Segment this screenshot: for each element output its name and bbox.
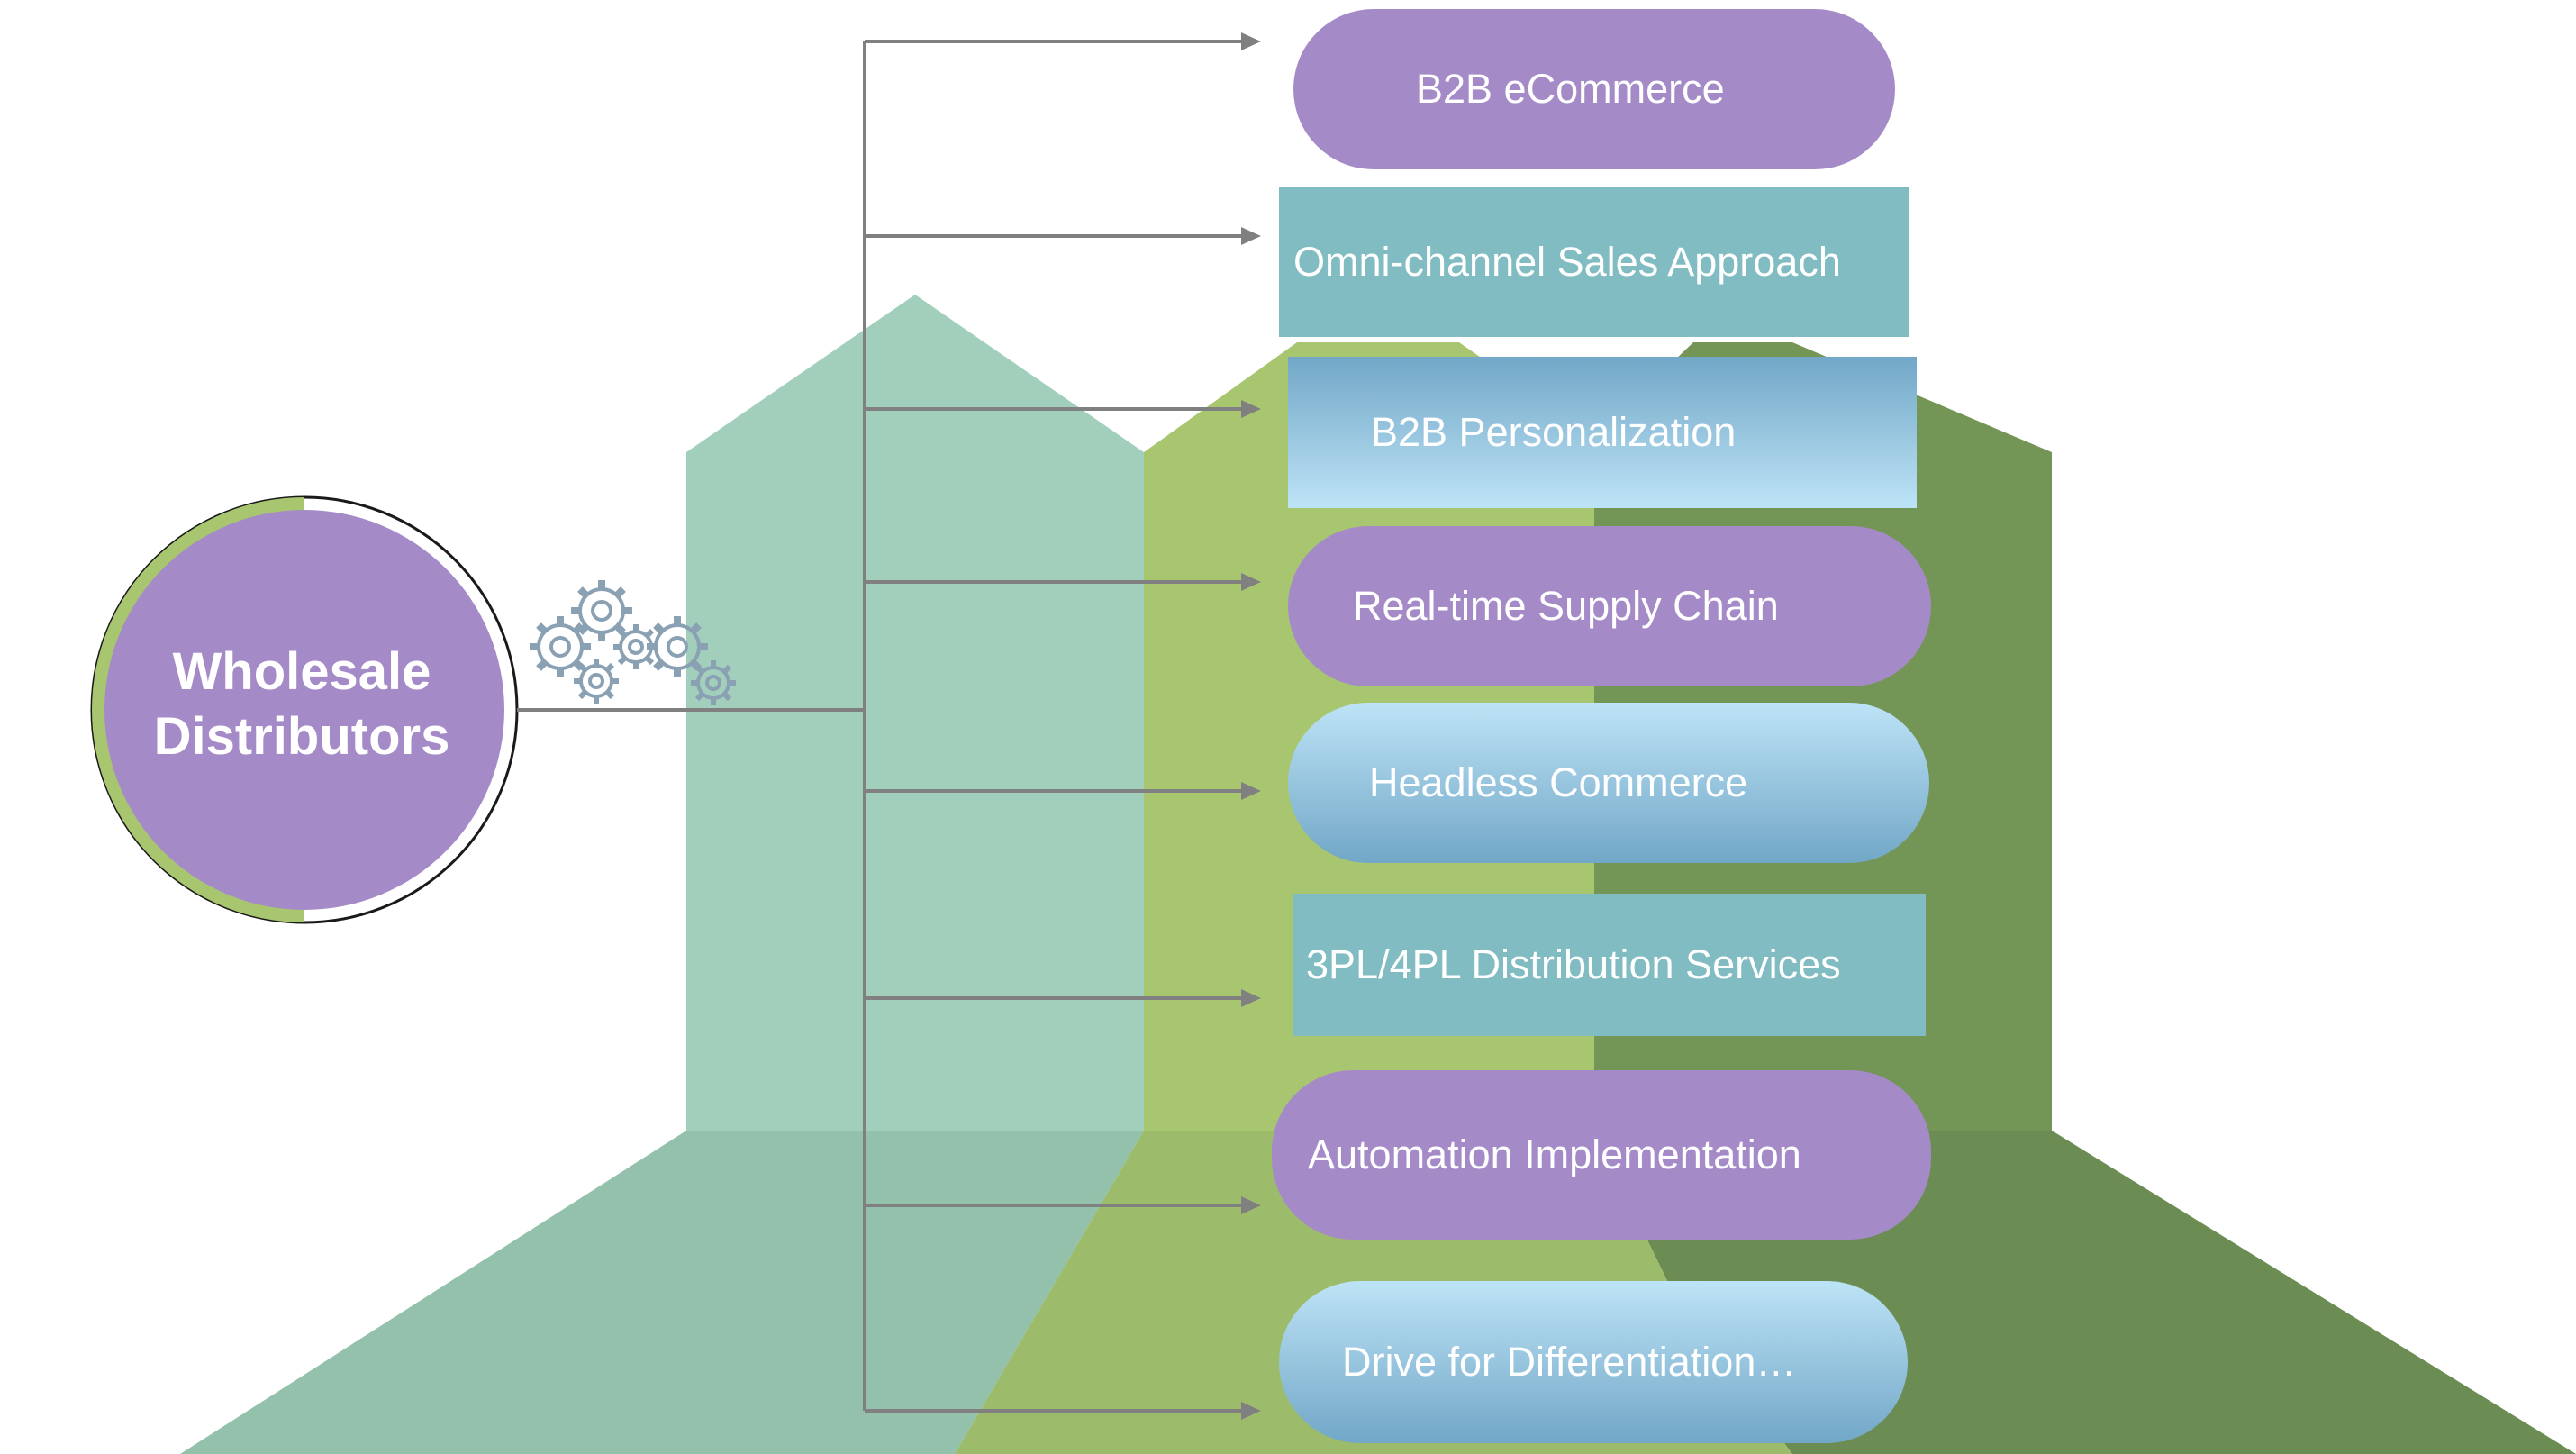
base-mint — [180, 1131, 1144, 1454]
gears-icon — [530, 580, 736, 705]
node-label: B2B Personalization — [1371, 409, 1737, 455]
node-omni-channel-sales: Omni-channel Sales Approach — [1279, 187, 1909, 337]
node-real-time-supply-chain: Real-time Supply Chain — [1288, 526, 1931, 686]
node-headless-commerce: Headless Commerce — [1288, 703, 1929, 863]
node-automation-implementation: Automation Implementation — [1272, 1070, 1931, 1240]
house-mint — [686, 295, 1144, 1131]
node-3pl-4pl-distribution: 3PL/4PL Distribution Services — [1293, 894, 1926, 1036]
node-drive-for-differentiation: Drive for Differentiation… — [1279, 1281, 1908, 1443]
connector-lines — [517, 40, 1243, 1413]
node-label: 3PL/4PL Distribution Services — [1306, 941, 1841, 987]
node-label: Omni-channel Sales Approach — [1293, 239, 1841, 285]
node-b2b-personalization: B2B Personalization — [1288, 357, 1917, 508]
hub-label: Wholesale Distributors — [99, 640, 504, 769]
node-label: Real-time Supply Chain — [1353, 583, 1779, 629]
hub-label-line1: Wholesale — [172, 642, 431, 701]
node-label: Automation Implementation — [1308, 1131, 1801, 1177]
node-label: B2B eCommerce — [1416, 66, 1725, 112]
connector-arrowheads — [1241, 32, 1261, 1420]
node-label: Headless Commerce — [1369, 759, 1748, 805]
hub-circle — [104, 510, 504, 910]
node-label: Drive for Differentiation… — [1342, 1339, 1797, 1385]
hub-label-line2: Distributors — [153, 707, 450, 766]
node-b2b-ecommerce: B2B eCommerce — [1293, 9, 1895, 169]
